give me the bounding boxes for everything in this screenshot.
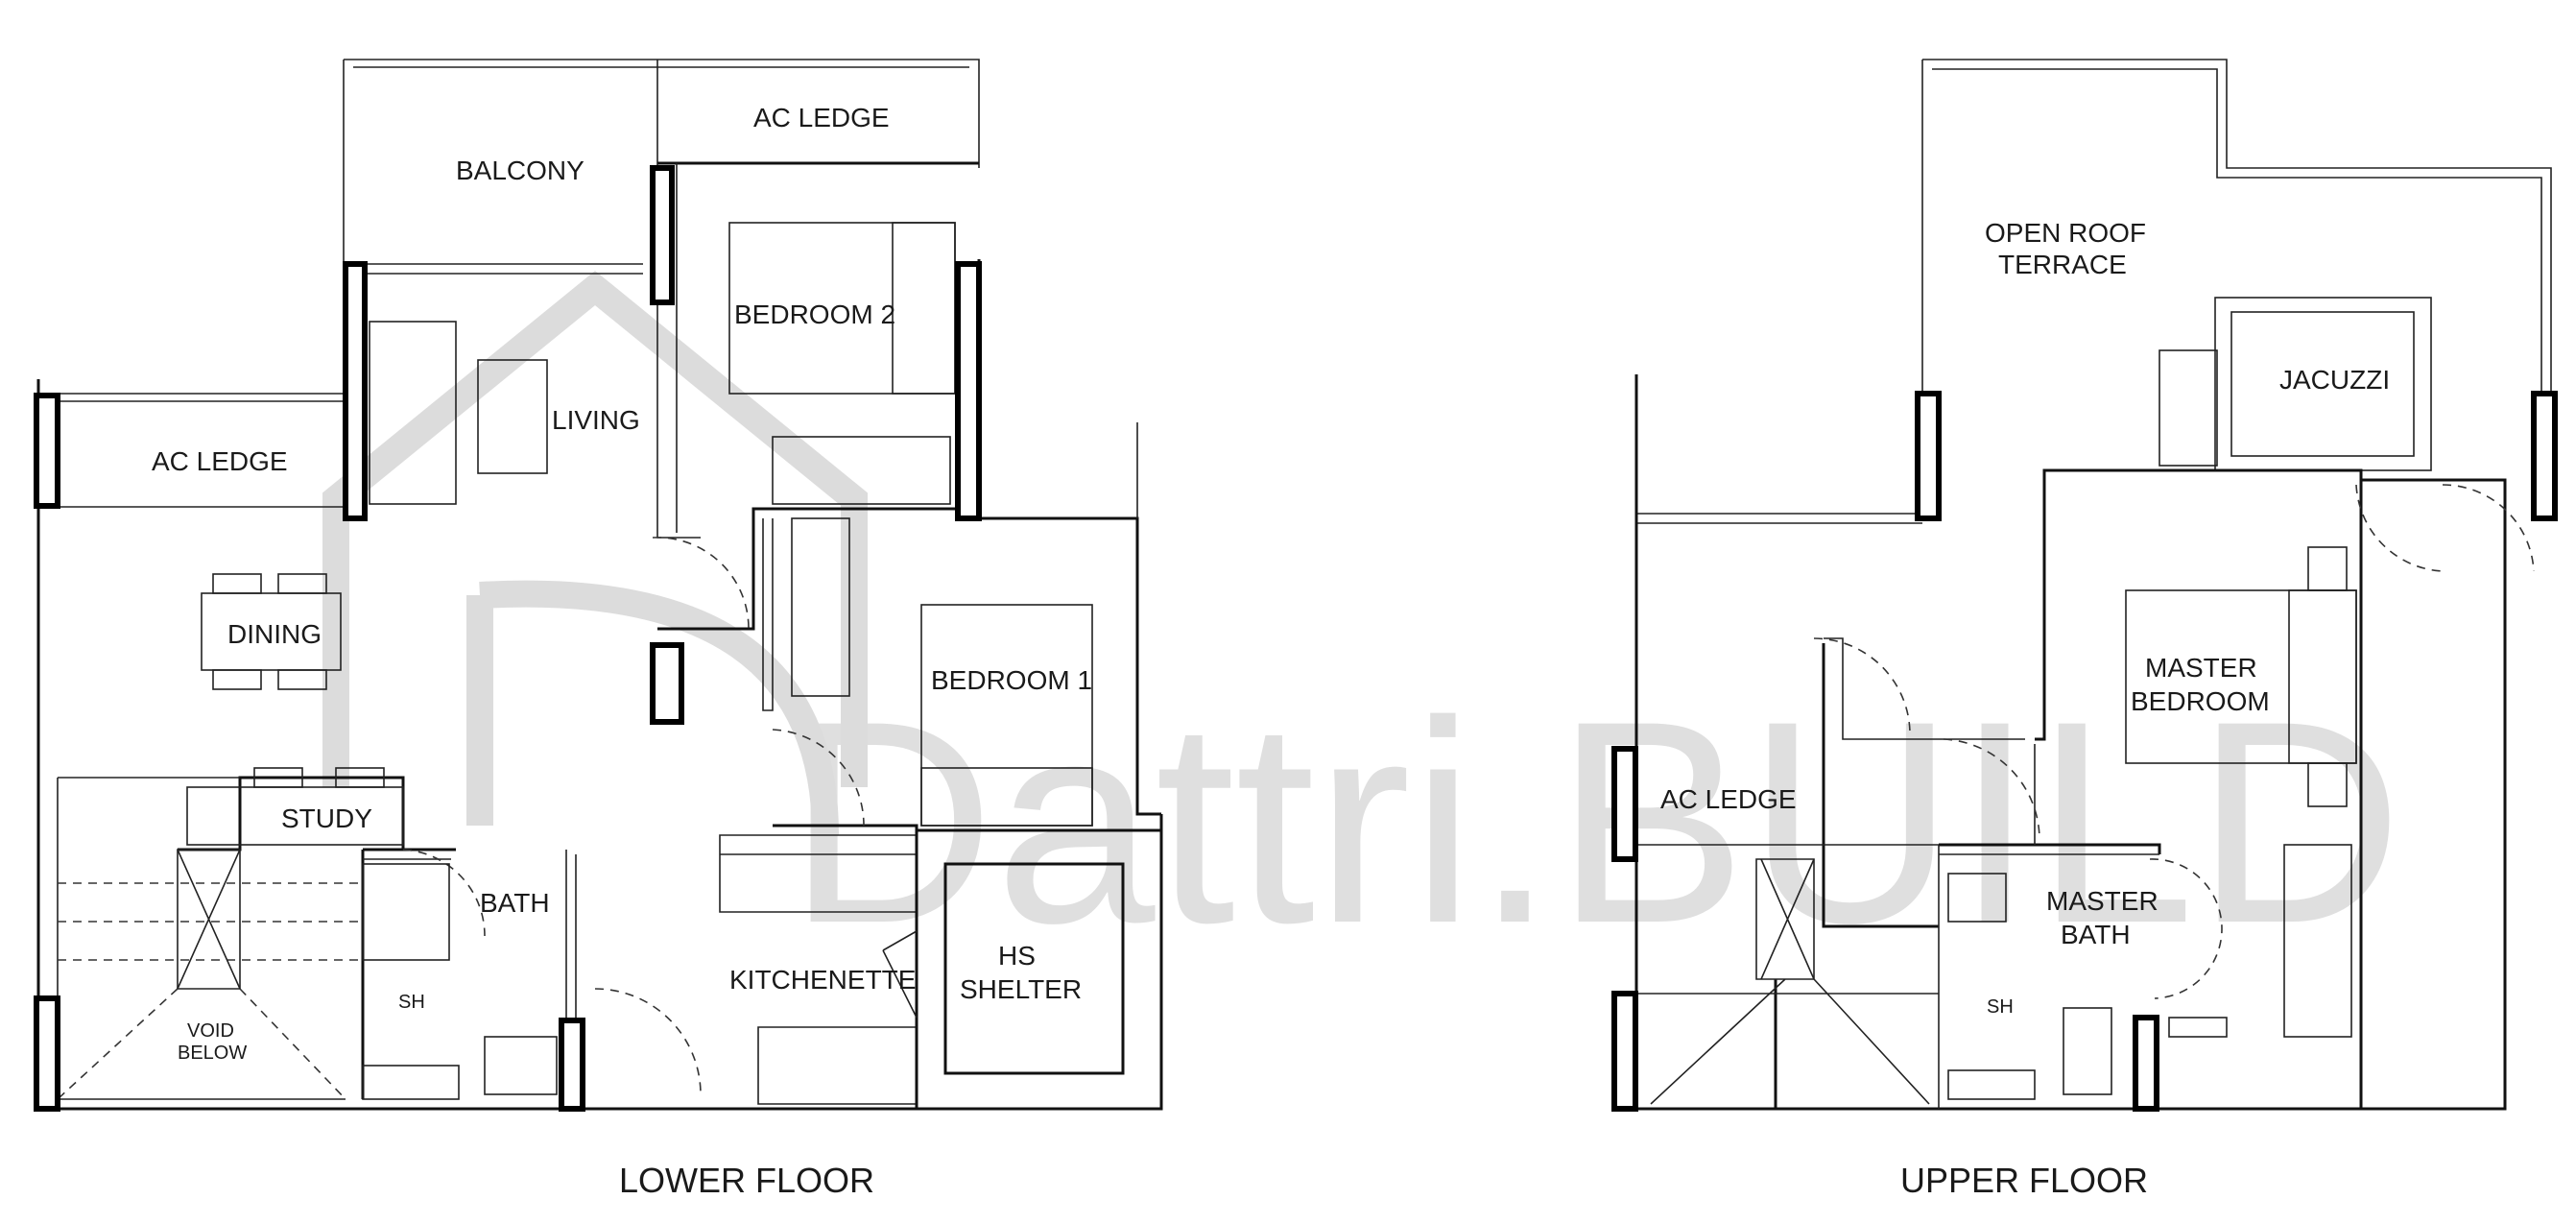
room-label-bedroom-2: BEDROOM 2 xyxy=(734,300,895,329)
room-label-living: LIVING xyxy=(552,405,640,435)
lower-floor-plan xyxy=(34,59,1163,1112)
room-label-open-roof-2: TERRACE xyxy=(1998,250,2127,279)
room-label-ac-ledge-left: AC LEDGE xyxy=(152,446,288,476)
room-label-open-roof-1: OPEN ROOF xyxy=(1985,218,2146,248)
room-label-master-bedroom-1: MASTER xyxy=(2145,653,2257,683)
room-label-hs-shelter-1: HS xyxy=(998,941,1036,971)
room-label-sh: SH xyxy=(398,992,425,1013)
room-label-master-bedroom-2: BEDROOM xyxy=(2131,686,2270,716)
upper-floor-plan xyxy=(1611,59,2558,1112)
room-label-balcony: BALCONY xyxy=(456,156,584,185)
room-label-ac-ledge-top: AC LEDGE xyxy=(753,103,890,132)
room-label-void-2: BELOW xyxy=(178,1043,247,1064)
room-label-jacuzzi: JACUZZI xyxy=(2279,365,2390,395)
room-label-ac-ledge-upper: AC LEDGE xyxy=(1660,784,1797,814)
room-label-bath: BATH xyxy=(480,888,550,918)
room-label-bedroom-1: BEDROOM 1 xyxy=(931,665,1092,695)
watermark-text: Dattri.BUILD xyxy=(787,660,2403,983)
room-label-master-bath-2: BATH xyxy=(2061,920,2131,949)
room-label-sh-upper: SH xyxy=(1987,996,2014,1018)
room-label-void-1: VOID xyxy=(187,1020,234,1042)
room-label-hs-shelter-2: SHELTER xyxy=(960,974,1082,1004)
room-label-study: STUDY xyxy=(281,803,372,833)
upper-floor-title: UPPER FLOOR xyxy=(1900,1161,2148,1200)
watermark-logo xyxy=(322,270,868,836)
room-label-master-bath-1: MASTER xyxy=(2046,886,2159,916)
lower-floor-title: LOWER FLOOR xyxy=(619,1161,874,1200)
room-label-kitchenette: KITCHENETTE xyxy=(729,965,916,995)
room-label-dining: DINING xyxy=(227,619,322,649)
